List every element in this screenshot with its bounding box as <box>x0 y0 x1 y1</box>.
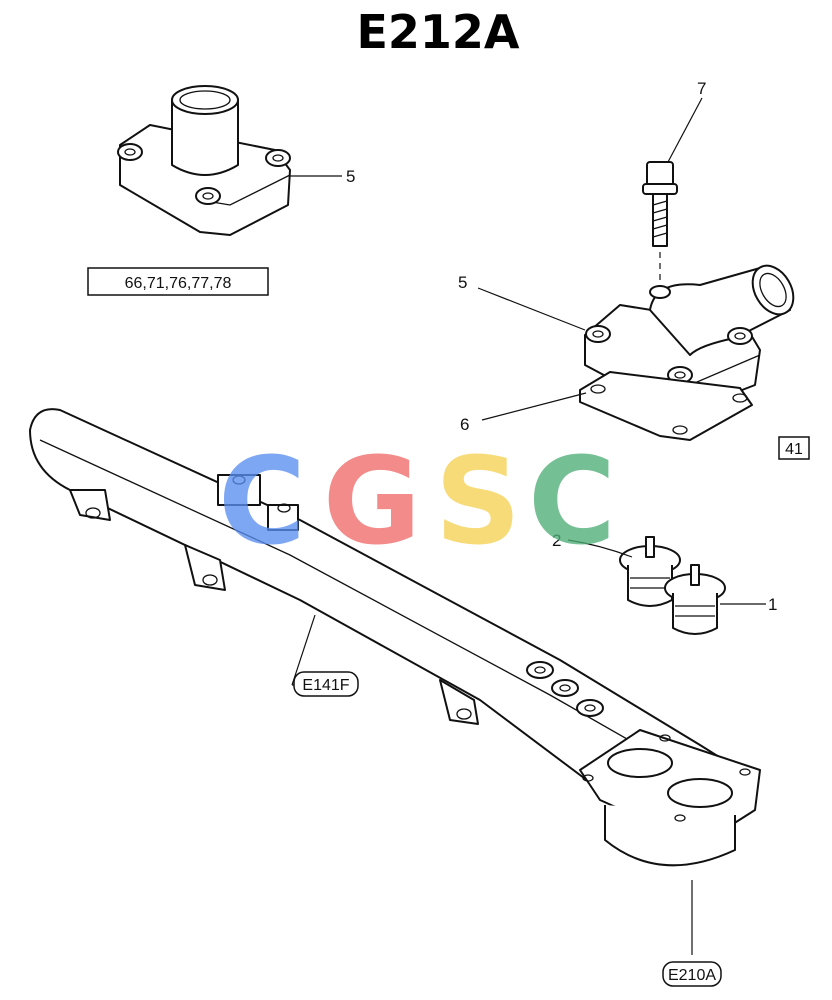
applicability-label: 66,71,76,77,78 <box>125 275 232 292</box>
water-manifold <box>29 408 761 867</box>
thermostat-part-2 <box>619 536 681 607</box>
callout-thermostat-2: 2 <box>552 531 561 550</box>
gasket-part-6 <box>579 371 753 441</box>
watermark-letter-3: S <box>435 433 521 572</box>
ref-box-e141f <box>293 671 359 697</box>
ref-41-label: 41 <box>785 441 803 458</box>
watermark: C G S C <box>218 433 616 572</box>
watermark-letter-2: G <box>323 433 422 572</box>
ref-box-e210a <box>662 961 722 987</box>
thermostat-part-1 <box>664 564 726 635</box>
callout-bolt-7: 7 <box>697 79 706 98</box>
callout-top-cover-5: 5 <box>346 167 355 186</box>
callout-thermostat-1: 1 <box>768 595 777 614</box>
bolt-part-7 <box>642 161 678 290</box>
callout-housing-5: 5 <box>458 273 467 292</box>
diagram-title: E212A <box>356 5 519 59</box>
ref-e210a-label: E210A <box>668 967 716 984</box>
ref-e141f-label: E141F <box>302 677 349 694</box>
ref-box-41 <box>778 436 810 460</box>
watermark-letter-4: C <box>528 433 616 572</box>
thermostat-cover-top <box>117 85 291 236</box>
callout-gasket-6: 6 <box>460 415 469 434</box>
applicability-box <box>87 267 269 296</box>
watermark-letter-1: C <box>218 433 306 572</box>
